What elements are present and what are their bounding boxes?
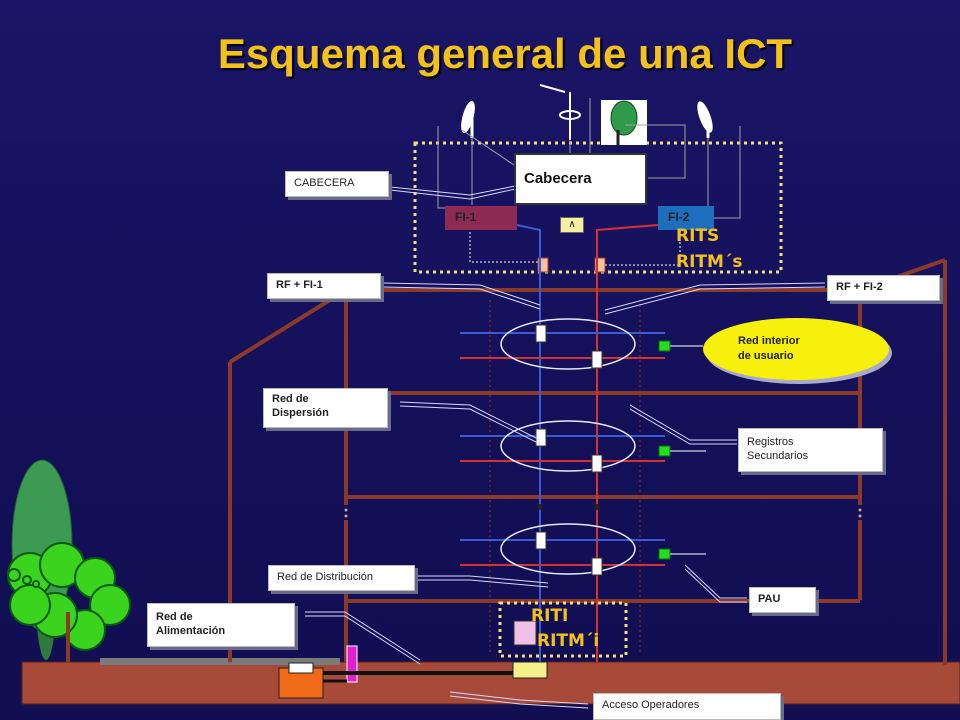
callout-red-dispersion-line2: Dispersión [272, 407, 329, 419]
ground-strip [21, 661, 960, 705]
callout-red-distribucion: Red de Distribución [268, 565, 415, 591]
riser-blue [516, 224, 541, 662]
rits-enclosure [413, 141, 783, 274]
red-interior-line2: de usuario [738, 350, 794, 362]
riser-red [596, 224, 659, 662]
callout-red-dispersion: Red de Dispersión [263, 388, 388, 428]
operator-box-lid [288, 662, 314, 674]
floor-3-distribution [460, 523, 706, 576]
callout-leaders [305, 184, 826, 709]
callout-acceso-operadores: Acceso Operadores [593, 693, 781, 720]
fi1-block: FI-1 [445, 206, 517, 230]
callout-red-alimentacion-line2: Alimentación [156, 625, 226, 637]
rits-tag: RITS [676, 226, 720, 246]
headend-box: Cabecera [514, 153, 647, 205]
callout-red-dispersion-line1: Red de [272, 393, 309, 405]
callout-pau: PAU [749, 587, 816, 613]
floor-1-distribution [460, 318, 703, 370]
antenna-feeds [437, 98, 741, 219]
callout-registros-line2: Secundarios [747, 450, 809, 462]
callout-cabecera: CABECERA [285, 171, 389, 197]
entry-post [346, 645, 358, 683]
bush [7, 542, 131, 651]
ground-marker [100, 658, 340, 665]
callout-registros-secundarios: Registros Secundarios [738, 428, 883, 472]
callout-rf-fi2: RF + FI-2 [827, 275, 940, 301]
callout-red-alimentacion: Red de Alimentación [147, 603, 295, 647]
riti-enclosure [498, 601, 628, 658]
amplifier-icon: ∧ [560, 217, 584, 233]
red-interior-line1: Red interior [738, 335, 800, 347]
red-interior-usuario: Red interior de usuario [703, 318, 889, 380]
splitter-left [537, 257, 549, 273]
slide-title: Esquema general de una ICT [217, 30, 793, 77]
riti-tag: RITI [531, 606, 569, 626]
callout-red-alimentacion-line1: Red de [156, 611, 193, 623]
riser-junctions [537, 504, 600, 510]
ritm-i-tag: RITM´i [537, 631, 600, 651]
building-ellipsis [344, 508, 862, 518]
dish-antenna-right [697, 101, 713, 138]
terrestrial-antenna [539, 84, 581, 140]
dish-antenna-left [461, 100, 475, 138]
callout-registros-line1: Registros [747, 436, 794, 448]
callout-rf-fi1: RF + FI-1 [267, 273, 381, 299]
riti-device-yellow [512, 661, 548, 679]
fi2-block: FI-2 [658, 206, 714, 230]
ritm-dotted-link [605, 230, 681, 266]
satellite-dish-green [601, 100, 647, 145]
floor-2-distribution [460, 420, 706, 473]
riti-device-pink [513, 620, 537, 646]
ritm-s-tag: RITM´s [676, 252, 743, 272]
riser-dashed [489, 300, 641, 655]
